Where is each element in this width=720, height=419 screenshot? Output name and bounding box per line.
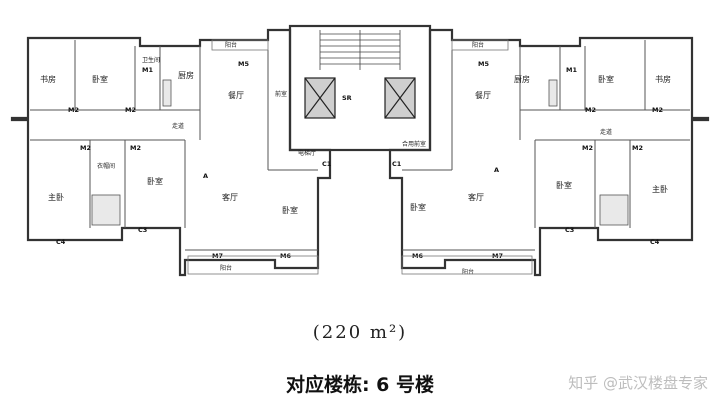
study-label-left: 书房 [40, 74, 56, 84]
unit-code-a-left: A [203, 172, 208, 180]
dining-label-right: 餐厅 [475, 91, 491, 100]
door-code-m5-left: M5 [238, 60, 249, 68]
area-label: (220 m²) [312, 322, 408, 343]
bathroom-label-left: 卫生间 [142, 56, 160, 64]
door-code-m2-f: M2 [585, 106, 596, 114]
window-code-c1-right: C1 [392, 160, 402, 168]
corridor-label-left: 走道 [172, 122, 184, 130]
window-code-c3-right: C3 [565, 226, 574, 234]
door-code-m2-e: M2 [652, 106, 663, 114]
bedroom-label-right-side: 卧室 [410, 202, 426, 212]
watermark: 知乎 @武汉楼盘专家 [568, 374, 708, 392]
door-code-m2-a: M2 [68, 106, 79, 114]
kitchen-label-left: 厨房 [178, 70, 194, 80]
elevator-shafts [304, 77, 416, 119]
elevator-hall-label: 电梯厅 [298, 149, 316, 157]
door-code-m5-right: M5 [478, 60, 489, 68]
cloakroom-label-left: 衣帽间 [97, 162, 115, 170]
interior-walls [30, 40, 690, 251]
balcony-railings [187, 39, 533, 275]
corridor-label-right: 走道 [600, 128, 612, 136]
balcony-label-left-bottom: 阳台 [220, 264, 232, 272]
living-label-left: 客厅 [222, 192, 238, 202]
window-code-c4-left: C4 [56, 238, 66, 246]
shared-front-room-label: 合用前室 [402, 140, 426, 148]
door-code-m1-right: M1 [566, 66, 577, 74]
door-code-m2-b: M2 [125, 106, 136, 114]
bedroom-label-right-bottom: 卧室 [556, 180, 572, 190]
door-code-m2-g: M2 [632, 144, 643, 152]
door-code-m1-left: M1 [142, 66, 153, 74]
living-label-right: 客厅 [468, 192, 484, 202]
study-label-right: 书房 [655, 74, 671, 84]
window-code-c4-right: C4 [650, 238, 660, 246]
bedroom-label-left-side: 卧室 [282, 205, 298, 215]
balcony-label-left-top: 阳台 [225, 41, 237, 49]
building-label: 对应楼栋: 6 号楼 [285, 374, 435, 396]
door-code-m2-d: M2 [130, 144, 141, 152]
bedroom-label-left-top: 卧室 [92, 74, 108, 84]
floor-plan: 书房 卧室 卫生间 厨房 阳台 餐厅 走道 主卧 衣帽间 卧室 客厅 卧室 前室… [10, 24, 710, 277]
window-code-c3-left: C3 [138, 226, 147, 234]
unit-code-a-right: A [494, 166, 499, 174]
stair-core [319, 30, 401, 70]
balcony-label-right-top: 阳台 [472, 41, 484, 49]
door-code-m2-h: M2 [582, 144, 593, 152]
master-bedroom-label-right: 主卧 [652, 184, 668, 194]
front-room-label: 前室 [275, 90, 287, 98]
kitchen-fixtures [91, 79, 629, 226]
riser-code-sr: SR [342, 94, 352, 102]
master-bedroom-label-left: 主卧 [48, 192, 64, 202]
dining-label-left: 餐厅 [228, 91, 244, 100]
kitchen-label-right: 厨房 [514, 74, 530, 84]
window-code-c1-left: C1 [322, 160, 332, 168]
door-code-m2-c: M2 [80, 144, 91, 152]
bedroom-label-left-bottom: 卧室 [147, 176, 163, 186]
bedroom-label-right-top: 卧室 [598, 74, 614, 84]
balcony-label-right-bottom: 阳台 [462, 268, 474, 276]
